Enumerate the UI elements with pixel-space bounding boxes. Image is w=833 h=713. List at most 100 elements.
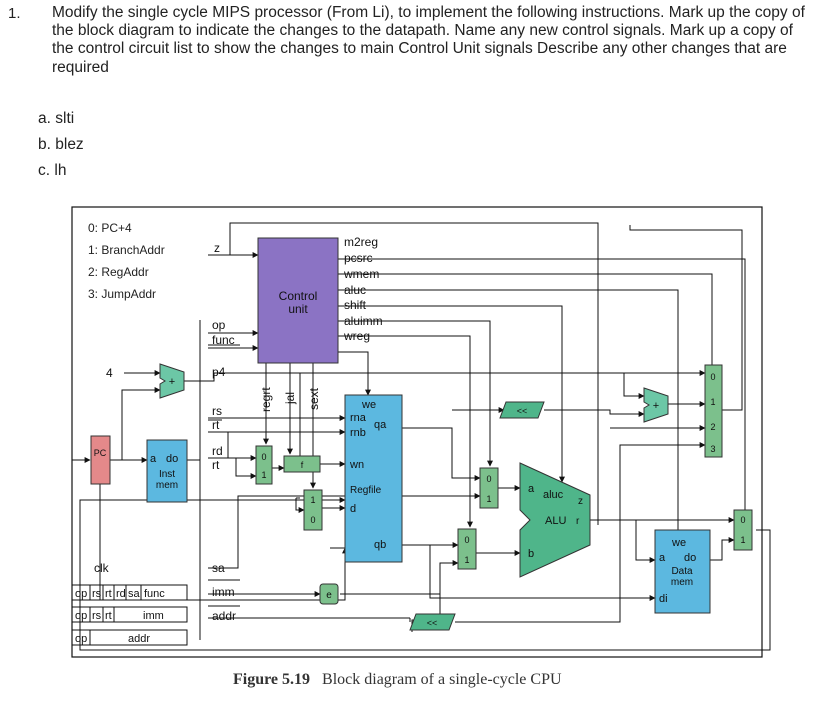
regfile-qb: qb [374, 539, 386, 551]
diagram-frame [71, 206, 763, 658]
alu-a-mux [479, 467, 499, 509]
i-format-box [71, 606, 188, 623]
r-format-box [71, 584, 188, 601]
writeback-mux [303, 489, 323, 531]
regfile-rnb: rnb [350, 427, 366, 439]
clk-label: clk [94, 561, 110, 575]
i-rs: rs [92, 610, 102, 622]
pc-mux-0: 0 [710, 372, 715, 382]
sign-extender-label: e [326, 590, 332, 601]
field-addr: addr [212, 609, 236, 623]
figure-caption: Figure 5.19 Block diagram of a single-cyc… [233, 671, 562, 689]
signal-m2reg: m2reg [344, 235, 378, 249]
signal-pcsrc: pcsrc [344, 251, 373, 265]
figure-caption-text: Block diagram of a single-cycle CPU [322, 671, 562, 688]
alu-r: r [576, 516, 580, 527]
alu-a-mux-1: 1 [486, 494, 491, 504]
r-rs: rs [92, 588, 102, 600]
pc-adder-plus: + [169, 376, 175, 388]
signal-shift: shift [344, 298, 367, 312]
regfile-qa: qa [374, 419, 387, 431]
sign-extender [319, 583, 339, 605]
j-format-box [71, 629, 188, 646]
field-sa: sa [212, 561, 225, 575]
pc-source-mux [704, 364, 723, 458]
pc-source-legend: 0: PC+4 1: BranchAddr 2: RegAddr 3: Jump… [88, 221, 165, 301]
const-four: 4 [106, 366, 113, 380]
data-mem-we: we [671, 537, 686, 549]
register-file [344, 394, 403, 563]
field-rd: rd [212, 444, 223, 458]
inst-mem-a: a [150, 453, 157, 465]
regrt-mux-0: 0 [261, 452, 266, 462]
signal-jal: jal [283, 392, 297, 405]
item-a-letter: a. [38, 110, 51, 127]
i-rt: rt [105, 610, 112, 622]
control-unit [257, 237, 339, 364]
j-addr: addr [128, 633, 150, 645]
regfile-d: d [350, 503, 356, 515]
legend-3: 3: JumpAddr [88, 287, 156, 301]
r-rd: rd [116, 588, 126, 600]
control-unit-label-2: unit [288, 302, 308, 316]
jump-shifter-label: << [427, 618, 438, 628]
alu-b-mux [457, 528, 477, 570]
result-mux-0: 0 [740, 515, 745, 525]
signal-sext: sext [307, 387, 321, 410]
question-text: Modify the single cycle MIPS processor (… [52, 4, 805, 76]
data-memory [654, 529, 711, 614]
regrt-mux [255, 445, 273, 485]
data-mem-di: di [659, 593, 668, 605]
pc-mux-2: 2 [710, 422, 715, 432]
legend-1: 1: BranchAddr [88, 243, 165, 257]
control-input-op: op [212, 318, 226, 332]
branch-adder [643, 387, 669, 423]
branch-shifter [499, 401, 545, 419]
jal-mux-f: f [301, 460, 304, 470]
regfile-we: we [361, 399, 376, 411]
r-op: op [75, 588, 87, 600]
item-c-text: lh [54, 162, 67, 179]
item-a-text: slti [55, 110, 75, 127]
branch-shifter-label: << [517, 406, 528, 416]
item-a: a. slti [38, 110, 74, 128]
writeback-mux-0: 0 [310, 515, 315, 525]
pc-register [90, 435, 111, 485]
writeback-mux-1: 1 [310, 495, 315, 505]
control-input-z: z [214, 241, 220, 255]
alu-a-mux-0: 0 [486, 474, 491, 484]
j-op: op [75, 633, 87, 645]
regrt-mux-1: 1 [261, 470, 266, 480]
instruction-memory [146, 439, 188, 503]
r-func: func [144, 588, 165, 600]
i-imm: imm [143, 610, 164, 622]
alu-a: a [528, 483, 535, 495]
i-op: op [75, 610, 87, 622]
instruction-formats: op rs rt rd sa func op rs rt imm op addr [71, 584, 188, 646]
figure-caption-label: Figure 5.19 [233, 671, 311, 688]
alu-aluc: aluc [543, 489, 564, 501]
alu-b-mux-1: 1 [464, 555, 469, 565]
inst-mem-name-1: Inst [159, 469, 175, 480]
regfile-name: Regfile [350, 485, 382, 496]
regfile-wn: wn [349, 459, 364, 471]
field-rt-2: rt [212, 458, 220, 472]
data-mem-name-2: mem [671, 577, 693, 588]
jump-shifter [409, 613, 456, 631]
pc-adder [159, 363, 185, 399]
field-rs: rs [212, 404, 222, 418]
alu-z: z [578, 496, 583, 507]
pc-mux-3: 3 [710, 444, 715, 454]
r-sa: sa [128, 588, 141, 600]
regfile-rna: rna [350, 412, 367, 424]
pc-label: PC [94, 448, 107, 458]
jal-mux [283, 455, 321, 473]
signal-wreg: wreg [343, 329, 370, 343]
field-p4: p4 [212, 365, 226, 379]
question-number: 1. [8, 5, 21, 22]
item-b: b. blez [38, 136, 84, 154]
r-rt: rt [105, 588, 112, 600]
result-mux [733, 509, 753, 551]
signal-aluimm: aluimm [344, 314, 383, 328]
